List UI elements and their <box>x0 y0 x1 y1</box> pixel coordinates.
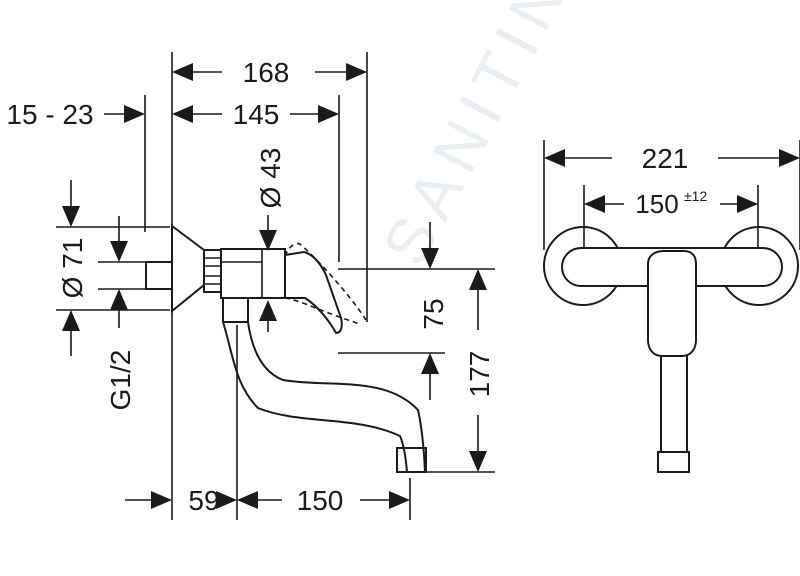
dim-150-front-tolerance: ±12 <box>684 188 707 204</box>
lever-raised-position <box>284 242 367 325</box>
mixer-body <box>220 248 286 299</box>
dim-168: 168 <box>243 57 290 88</box>
side-view: 168 145 15 - 23 Ø 43 Ø 71 G1/2 <box>6 52 495 520</box>
lever-handle-front <box>647 250 697 357</box>
inlet-nipple <box>145 261 173 290</box>
wall-rosette <box>171 224 205 314</box>
watermark: SANITINO <box>369 0 612 277</box>
dim-dia-43: Ø 43 <box>255 148 286 209</box>
dim-221: 221 <box>642 143 689 174</box>
dim-150-front: 150 <box>635 189 678 219</box>
dim-145: 145 <box>233 99 280 130</box>
dim-15-23: 15 - 23 <box>6 99 93 130</box>
front-view: 221 150 ±12 <box>543 140 800 473</box>
connection-nut <box>203 249 222 293</box>
spout-front <box>660 356 688 453</box>
dim-59: 59 <box>188 485 219 516</box>
dim-dia-71: Ø 71 <box>57 238 88 299</box>
spout-inner <box>247 298 426 473</box>
dim-g-1-2: G1/2 <box>105 350 136 411</box>
dim-150-bottom: 150 <box>297 485 344 516</box>
dim-75: 75 <box>418 298 449 329</box>
spout-aerator <box>396 447 427 473</box>
dim-177: 177 <box>464 351 495 398</box>
aerator-front <box>657 451 690 473</box>
lever-handle <box>284 250 343 335</box>
spout-outer <box>222 298 408 473</box>
